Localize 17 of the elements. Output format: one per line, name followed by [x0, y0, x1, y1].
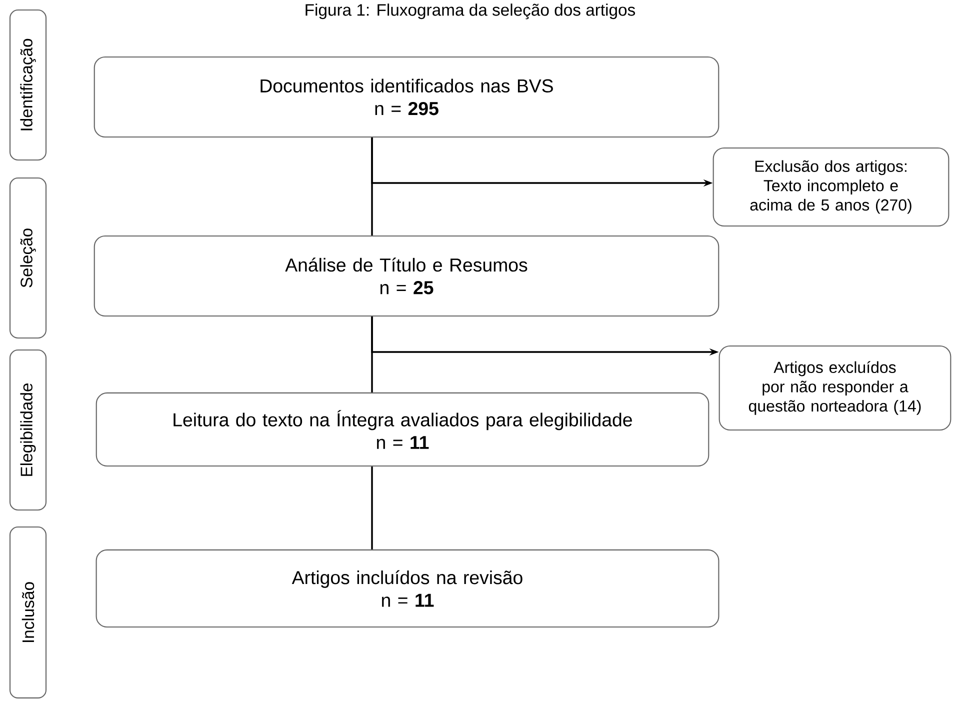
exclusion-box: Exclusão dos artigos: Texto incompleto e acima de 5 anos (270)	[712, 147, 950, 227]
stage-label: Inclusão	[22, 582, 34, 642]
stage-label-box	[9, 526, 47, 698]
stage-label: Seleção	[20, 228, 36, 288]
connector-line	[371, 466, 373, 550]
stage-label: Elegibilidade	[20, 384, 36, 476]
stage-label-box	[9, 177, 47, 339]
stage-label: Identificação	[20, 38, 36, 130]
title: Figura 1: Fluxograma da seleção dos artigos	[306, 4, 636, 20]
process-box: Documentos identificados nas BVS n = 295	[94, 56, 720, 138]
process-box: Análise de Título e Resumos n = 25	[94, 235, 720, 317]
stage-label-box	[9, 349, 47, 511]
exclusion-box: Artigos excluídos por não responder a questão norteadora (14)	[718, 345, 952, 431]
connector-line	[371, 316, 373, 392]
process-box: Artigos incluídos na revisão n = 11	[96, 549, 720, 628]
stage-label-box	[9, 9, 47, 161]
process-box: Leitura do texto na Íntegra avaliados para elegibilidade n = 11	[96, 392, 710, 467]
